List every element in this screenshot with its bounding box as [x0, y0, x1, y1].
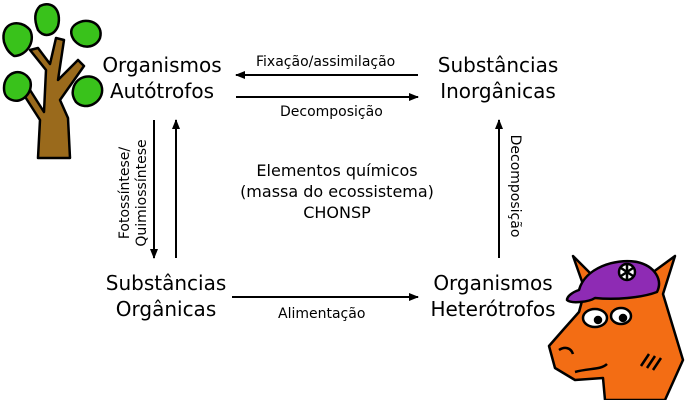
node-heterotrophs: Organismos Heterótrofos [418, 270, 568, 322]
label-photosynthesis-line1: Fotossíntese/ [117, 146, 133, 240]
label-decomposition-top: Decomposição [280, 104, 383, 120]
node-inorganic-line2: Inorgânicas [440, 79, 556, 103]
node-inorganic: Substâncias Inorgânicas [424, 52, 572, 104]
node-heterotrophs-line1: Organismos [433, 271, 553, 295]
node-autotrophs-line2: Autótrofos [110, 79, 214, 103]
horse-with-cap-illustration [547, 254, 685, 400]
center-line1: Elementos químicos [256, 161, 418, 180]
center-line2: (massa do ecossistema) [240, 182, 434, 201]
node-organic-line2: Orgânicas [115, 297, 217, 321]
label-photosynthesis: Fotossíntese/ Quimiossíntese [117, 133, 151, 253]
label-feeding: Alimentação [278, 306, 366, 322]
node-organic-line1: Substâncias [105, 271, 227, 295]
node-autotrophs: Organismos Autótrofos [92, 52, 232, 104]
tree-illustration [2, 3, 104, 160]
center-line3: CHONSP [303, 203, 371, 222]
node-autotrophs-line1: Organismos [102, 53, 222, 77]
label-fixation: Fixação/assimilação [256, 54, 396, 70]
center-elements-box: Elementos químicos (massa do ecossistema… [227, 160, 447, 223]
node-organic: Substâncias Orgânicas [96, 270, 236, 322]
label-photosynthesis-line2: Quimiossíntese [134, 139, 150, 247]
node-inorganic-line1: Substâncias [437, 53, 559, 77]
node-heterotrophs-line2: Heterótrofos [430, 297, 556, 321]
label-decomposition-right: Decomposição [507, 134, 523, 238]
